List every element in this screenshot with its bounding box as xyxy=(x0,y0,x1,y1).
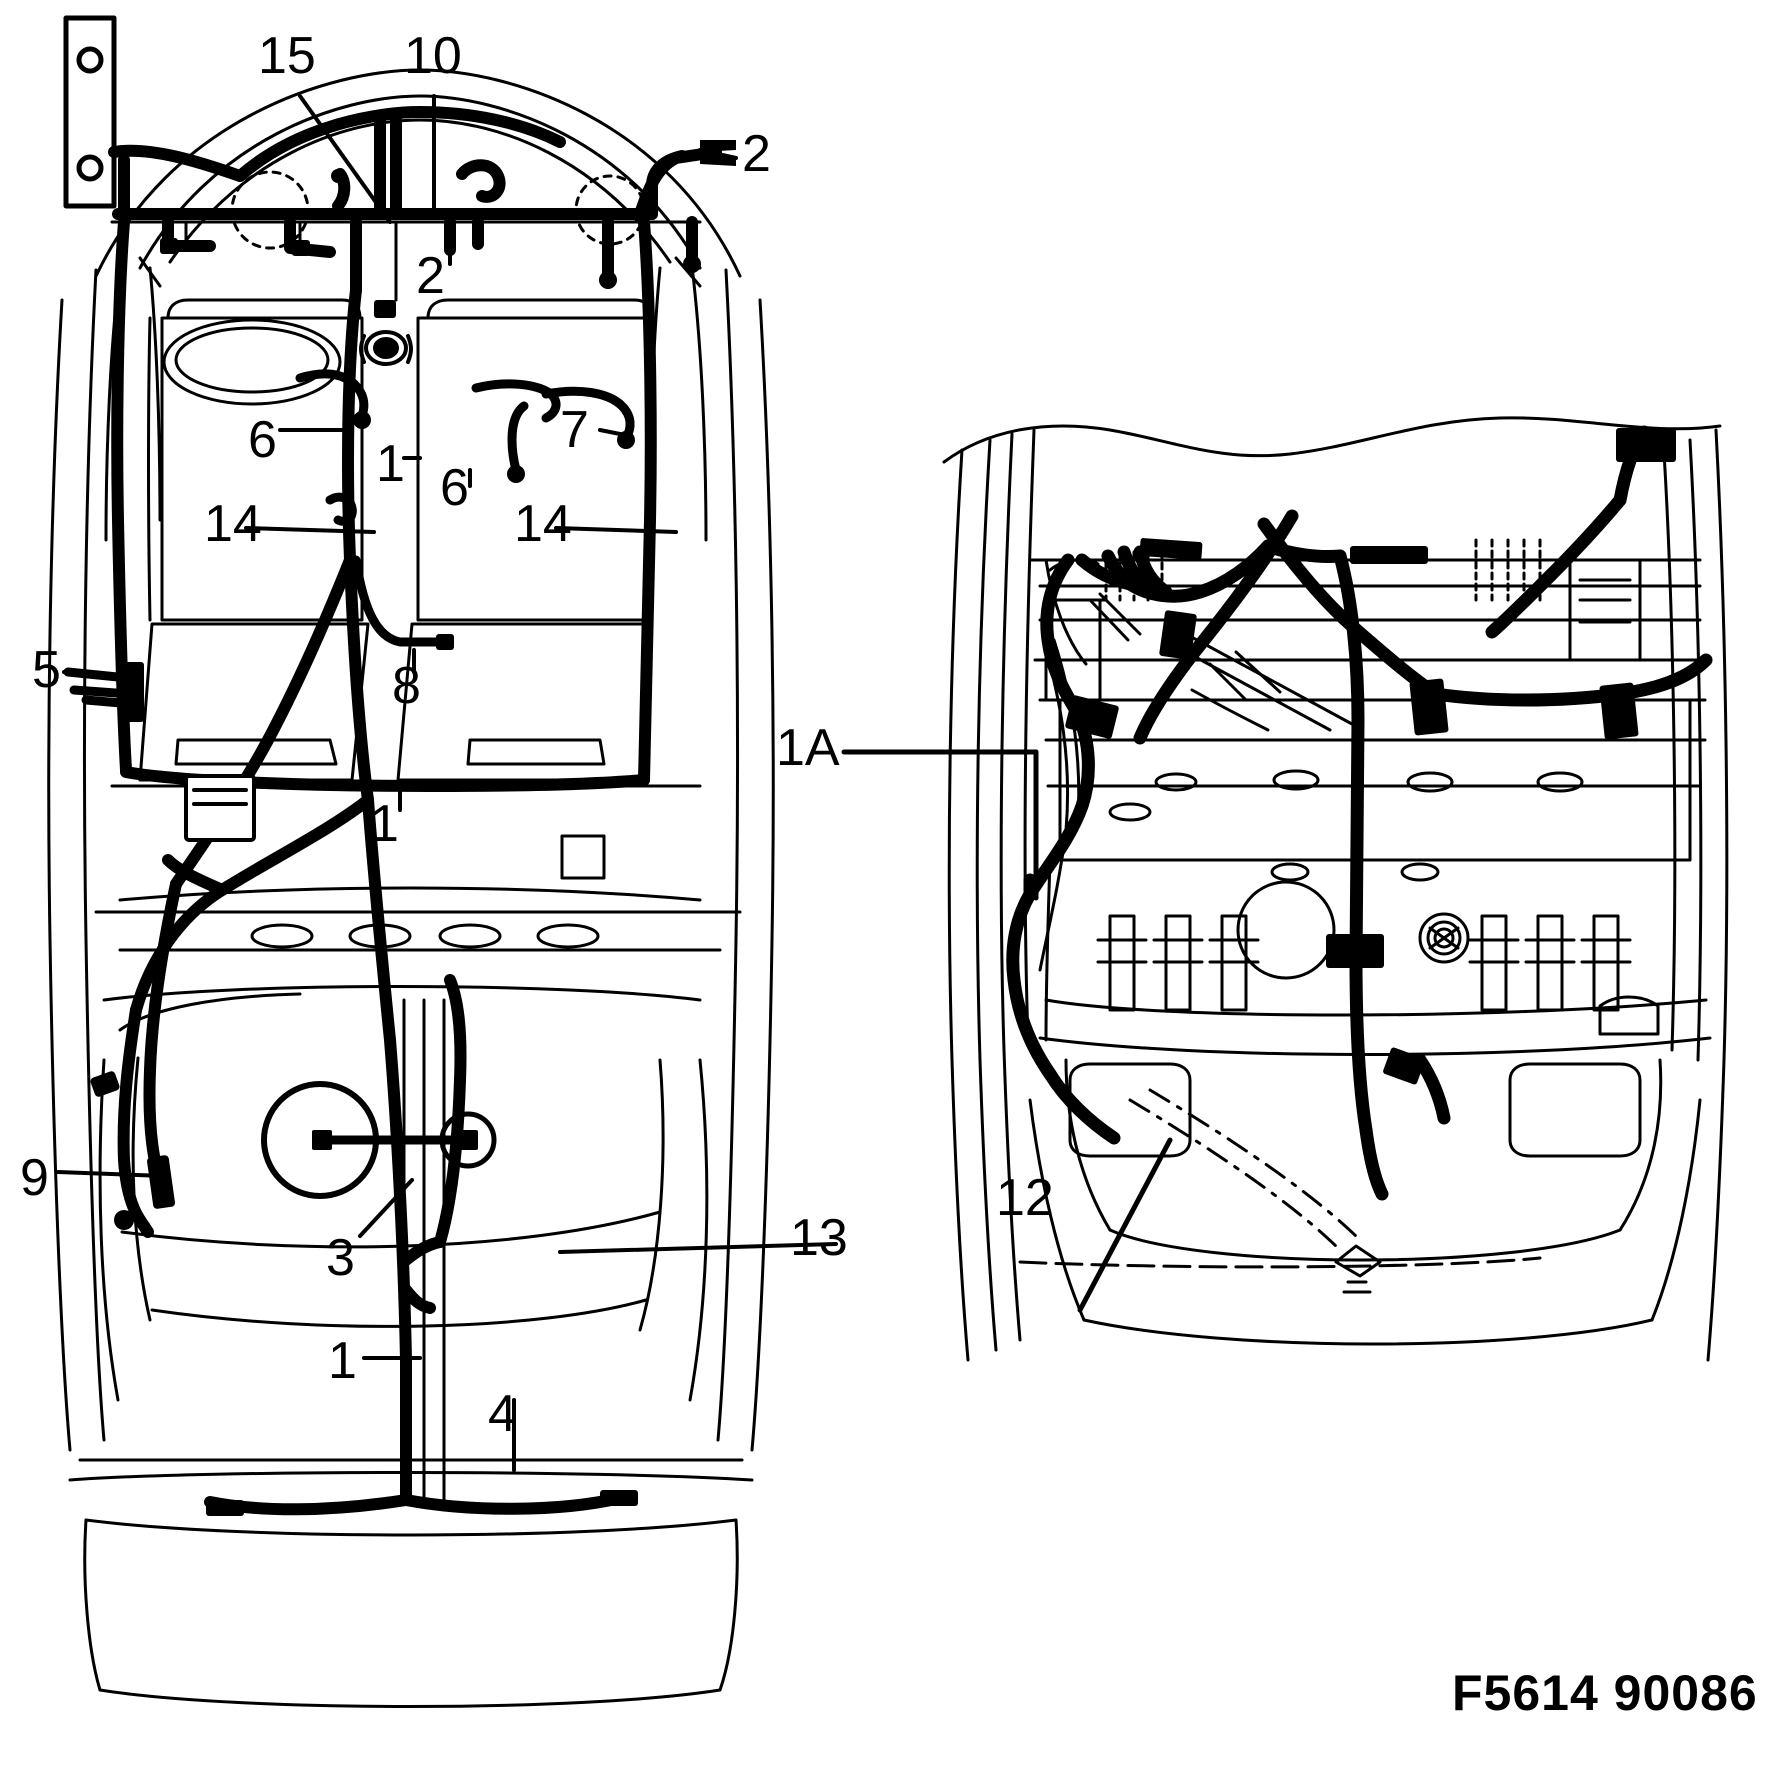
leader-lines-right xyxy=(841,749,1173,1313)
callout-6-left: 6 xyxy=(248,411,277,469)
callout-2-top-right: 2 xyxy=(742,125,771,183)
harness-branch-wires xyxy=(63,369,635,709)
harness-connectors-cabin xyxy=(184,774,256,842)
callout-12: 12 xyxy=(996,1169,1054,1227)
callout-1A: 1A xyxy=(776,719,840,777)
callout-1-bottom: 1 xyxy=(328,1332,357,1390)
leader-lines-left xyxy=(56,94,838,1472)
mounting-bracket xyxy=(63,15,117,209)
callout-14-right: 14 xyxy=(514,495,572,553)
callout-9: 9 xyxy=(20,1149,49,1207)
harness-clips-engine-bay xyxy=(1065,428,1676,1085)
grommet-detail xyxy=(359,330,413,366)
callout-8: 8 xyxy=(392,657,421,715)
harness-terminals-top xyxy=(160,140,736,289)
part-number: F5614 90086 xyxy=(1452,1665,1758,1721)
terminal-6-left xyxy=(353,411,371,429)
callout-15: 15 xyxy=(258,27,316,85)
terminal-6-right xyxy=(507,465,525,483)
callout-6-right: 6 xyxy=(440,459,469,517)
callout-3: 3 xyxy=(326,1229,355,1287)
callout-5: 5 xyxy=(32,641,61,699)
engine-bay-harness xyxy=(1006,425,1713,1201)
callout-13: 13 xyxy=(790,1209,848,1267)
terminal-8 xyxy=(436,634,454,650)
callout-10: 10 xyxy=(404,27,462,85)
callout-14-left: 14 xyxy=(204,495,262,553)
callout-1-mid: 1 xyxy=(370,795,399,853)
harness-main-run xyxy=(108,106,722,296)
harness-terminals-cabin xyxy=(90,300,638,1516)
callout-1-center: 1 xyxy=(376,435,405,493)
callout-2-dash: 2 xyxy=(416,247,445,305)
callout-7: 7 xyxy=(560,401,589,459)
callout-4: 4 xyxy=(488,1385,517,1443)
